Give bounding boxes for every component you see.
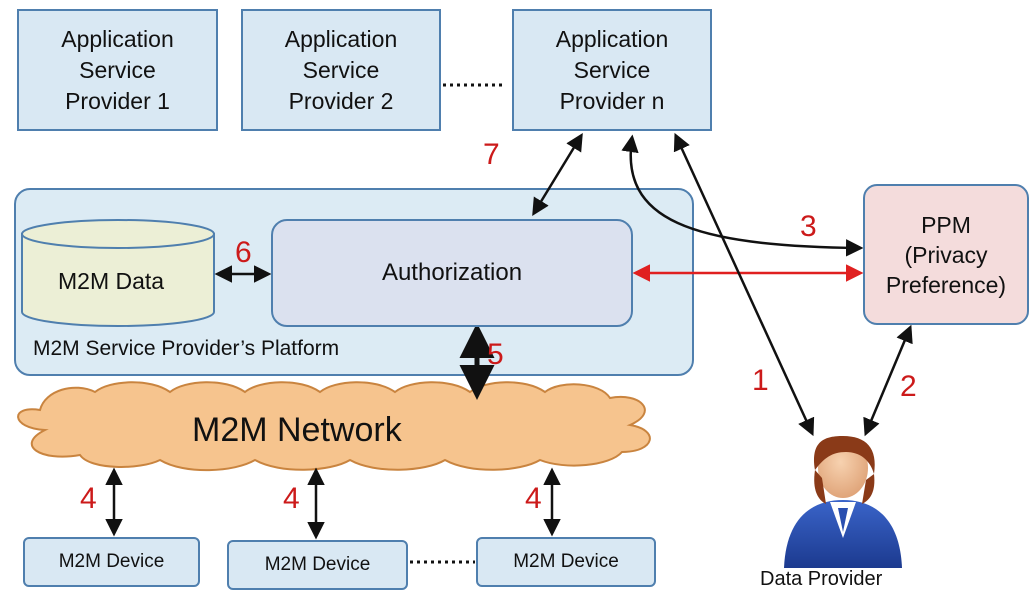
ppm-line-1: PPM bbox=[921, 211, 971, 238]
m2m-device-2: M2M Device bbox=[227, 540, 408, 590]
data-provider-person-icon bbox=[784, 436, 902, 568]
flow-number-3: 3 bbox=[800, 210, 817, 243]
arrow-1 bbox=[673, 132, 815, 437]
m2m-device-3-label: M2M Device bbox=[513, 551, 619, 572]
m2m-device-1-label: M2M Device bbox=[58, 551, 165, 572]
service-provider-n-line-1: Application bbox=[555, 25, 669, 52]
m2m-device-3: M2M Device bbox=[476, 537, 656, 587]
service-provider-1-line-1: Application bbox=[61, 25, 174, 52]
service-provider-2-line-3: Provider 2 bbox=[288, 87, 394, 114]
ppm-box: PPM (Privacy Preference) bbox=[863, 184, 1029, 325]
service-provider-n: Application Service Provider n bbox=[512, 9, 712, 131]
service-provider-1-line-2: Service bbox=[79, 56, 156, 83]
flow-number-1: 1 bbox=[752, 364, 769, 397]
m2m-data-cylinder bbox=[21, 219, 215, 327]
flow-number-4-a: 4 bbox=[80, 482, 97, 515]
ppm-line-2: (Privacy bbox=[904, 241, 988, 268]
service-provider-2: Application Service Provider 2 bbox=[241, 9, 441, 131]
service-provider-2-line-2: Service bbox=[302, 56, 380, 83]
service-provider-n-line-3: Provider n bbox=[559, 87, 665, 114]
m2m-network-label: M2M Network bbox=[192, 411, 402, 449]
flow-number-5: 5 bbox=[487, 338, 504, 371]
authorization-box: Authorization bbox=[271, 219, 633, 327]
flow-number-7: 7 bbox=[483, 138, 500, 171]
arrow-2 bbox=[863, 324, 913, 437]
m2m-device-1: M2M Device bbox=[23, 537, 200, 587]
service-provider-2-line-1: Application bbox=[284, 25, 398, 52]
platform-label: M2M Service Provider’s Platform bbox=[33, 337, 340, 360]
m2m-data-label: M2M Data bbox=[58, 268, 165, 294]
service-provider-1-line-3: Provider 1 bbox=[65, 87, 170, 114]
service-provider-n-line-2: Service bbox=[573, 56, 651, 83]
arrow-3 bbox=[621, 134, 864, 257]
flow-number-6: 6 bbox=[235, 236, 252, 269]
service-provider-1: Application Service Provider 1 bbox=[17, 9, 218, 131]
data-provider-label: Data Provider bbox=[760, 568, 883, 590]
authorization-label: Authorization bbox=[381, 259, 523, 286]
m2m-network-cloud bbox=[17, 381, 651, 472]
flow-number-4-b: 4 bbox=[283, 482, 300, 515]
ppm-line-3: Preference) bbox=[885, 271, 1007, 298]
flow-number-2: 2 bbox=[900, 370, 917, 403]
flow-number-4-c: 4 bbox=[525, 482, 542, 515]
m2m-device-2-label: M2M Device bbox=[264, 554, 371, 575]
arrow-7 bbox=[532, 133, 583, 216]
